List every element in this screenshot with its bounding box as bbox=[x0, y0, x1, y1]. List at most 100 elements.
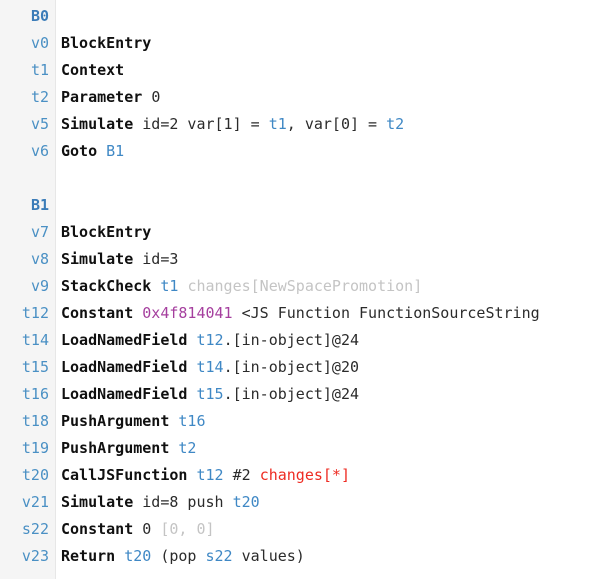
ir-node-row[interactable]: v21 Simulate id=8 push t20 bbox=[0, 489, 609, 516]
block-id-label: B0 bbox=[30, 7, 49, 25]
block-id-label: B1 bbox=[30, 196, 49, 214]
node-id-label: v7 bbox=[30, 223, 49, 241]
token-op: BlockEntry bbox=[61, 223, 152, 241]
node-id-label: v23 bbox=[21, 547, 49, 565]
ir-node-row[interactable]: t1 Context bbox=[0, 57, 609, 84]
token-ref[interactable]: t1 bbox=[268, 115, 287, 133]
ir-node-row[interactable]: v5 Simulate id=2 var[1] = t1, var[0] = t2 bbox=[0, 111, 609, 138]
token-plain: id=8 push bbox=[133, 493, 233, 511]
token-ref[interactable]: t12 bbox=[196, 466, 224, 484]
ir-node-row[interactable]: v7 BlockEntry bbox=[0, 219, 609, 246]
node-id-label: t15 bbox=[21, 358, 49, 376]
token-op: LoadNamedField bbox=[61, 331, 188, 349]
token-op: Goto bbox=[61, 142, 98, 160]
token-gray: changes[NewSpacePromotion] bbox=[187, 277, 423, 295]
token-plain: 0 bbox=[133, 520, 161, 538]
token-ref[interactable]: s22 bbox=[205, 547, 233, 565]
token-plain bbox=[133, 304, 142, 322]
token-op: Simulate bbox=[61, 115, 134, 133]
node-id-label: v9 bbox=[30, 277, 49, 295]
token-ref[interactable]: t2 bbox=[178, 439, 197, 457]
node-id-label: s22 bbox=[21, 520, 49, 538]
line-number-gutter bbox=[0, 0, 56, 579]
token-hexconst: 0x4f814041 bbox=[142, 304, 233, 322]
token-op: LoadNamedField bbox=[61, 358, 188, 376]
ir-instruction-text: StackCheck t1 changes[NewSpacePromotion] bbox=[56, 273, 609, 300]
ir-instruction-text: BlockEntry bbox=[56, 30, 609, 57]
token-blockref[interactable]: B1 bbox=[106, 142, 125, 160]
token-plain bbox=[142, 88, 151, 106]
token-plain: .[in-object]@24 bbox=[223, 331, 360, 349]
node-id-label: t16 bbox=[21, 385, 49, 403]
node-id-label: t20 bbox=[21, 466, 49, 484]
ir-instruction-text: Return t20 (pop s22 values) bbox=[56, 543, 609, 570]
ir-block-header-row[interactable]: B0 bbox=[0, 3, 609, 30]
token-ref[interactable]: t20 bbox=[232, 493, 260, 511]
token-ref[interactable]: t16 bbox=[178, 412, 206, 430]
token-ref[interactable]: t2 bbox=[386, 115, 405, 133]
ir-instruction-text: Simulate id=3 bbox=[56, 246, 609, 273]
node-id-label: t1 bbox=[30, 61, 49, 79]
token-plain: values) bbox=[232, 547, 305, 565]
token-op: CallJSFunction bbox=[61, 466, 188, 484]
node-id-label: t19 bbox=[21, 439, 49, 457]
token-op: Simulate bbox=[61, 250, 134, 268]
ir-instruction-text: BlockEntry bbox=[56, 219, 609, 246]
token-op: PushArgument bbox=[61, 412, 170, 430]
ir-instruction-text: LoadNamedField t15.[in-object]@24 bbox=[56, 381, 609, 408]
node-id-label: v21 bbox=[21, 493, 49, 511]
ir-block-header-row[interactable]: B1 bbox=[0, 192, 609, 219]
ir-blank-row bbox=[0, 165, 609, 192]
ir-instruction-text: Simulate id=8 push t20 bbox=[56, 489, 609, 516]
token-op: Constant bbox=[61, 520, 134, 538]
token-plain: , var[0] = bbox=[286, 115, 387, 133]
ir-instruction-text: LoadNamedField t14.[in-object]@20 bbox=[56, 354, 609, 381]
token-plain: .[in-object]@20 bbox=[223, 358, 360, 376]
token-ref[interactable]: t14 bbox=[196, 358, 224, 376]
node-id-label: t14 bbox=[21, 331, 49, 349]
ir-instruction-text: Goto B1 bbox=[56, 138, 609, 165]
node-id-label: t2 bbox=[30, 88, 49, 106]
node-id-label: v5 bbox=[30, 115, 49, 133]
token-op: StackCheck bbox=[61, 277, 152, 295]
token-ref[interactable]: t15 bbox=[196, 385, 224, 403]
token-plain: (pop bbox=[151, 547, 206, 565]
ir-instruction-text: Parameter 0 bbox=[56, 84, 609, 111]
ir-node-row[interactable]: t14 LoadNamedField t12.[in-object]@24 bbox=[0, 327, 609, 354]
node-id-label: v8 bbox=[30, 250, 49, 268]
ir-node-row[interactable]: t15 LoadNamedField t14.[in-object]@20 bbox=[0, 354, 609, 381]
ir-instruction-text: Constant 0 [0, 0] bbox=[56, 516, 609, 543]
ir-node-row[interactable]: s22 Constant 0 [0, 0] bbox=[0, 516, 609, 543]
token-op: Return bbox=[61, 547, 116, 565]
token-plain: 0 bbox=[151, 88, 161, 106]
token-ref[interactable]: t1 bbox=[160, 277, 179, 295]
ir-node-row[interactable]: t16 LoadNamedField t15.[in-object]@24 bbox=[0, 381, 609, 408]
token-plain: id=2 var[1] = bbox=[133, 115, 269, 133]
ir-node-row[interactable]: v8 Simulate id=3 bbox=[0, 246, 609, 273]
ir-node-row[interactable]: v9 StackCheck t1 changes[NewSpacePromotio… bbox=[0, 273, 609, 300]
token-op: Parameter bbox=[61, 88, 143, 106]
token-plain: <JS Function FunctionSourceString bbox=[232, 304, 540, 322]
ir-instruction-text: Constant 0x4f814041 <JS Function Functio… bbox=[56, 300, 609, 327]
ir-node-row[interactable]: t2 Parameter 0 bbox=[0, 84, 609, 111]
token-op: PushArgument bbox=[61, 439, 170, 457]
ir-node-row[interactable]: t18 PushArgument t16 bbox=[0, 408, 609, 435]
token-ref[interactable]: t20 bbox=[124, 547, 152, 565]
ir-node-row[interactable]: t19 PushArgument t2 bbox=[0, 435, 609, 462]
ir-instruction-text: Simulate id=2 var[1] = t1, var[0] = t2 bbox=[56, 111, 609, 138]
ir-instruction-text: LoadNamedField t12.[in-object]@24 bbox=[56, 327, 609, 354]
token-plain: #2 bbox=[223, 466, 260, 484]
ir-instruction-text: PushArgument t16 bbox=[56, 408, 609, 435]
ir-instruction-text: Context bbox=[56, 57, 609, 84]
token-plain bbox=[97, 142, 106, 160]
node-id-label: t18 bbox=[21, 412, 49, 430]
token-ref[interactable]: t12 bbox=[196, 331, 224, 349]
ir-node-row[interactable]: v23 Return t20 (pop s22 values) bbox=[0, 543, 609, 570]
token-gray: [0, 0] bbox=[160, 520, 215, 538]
